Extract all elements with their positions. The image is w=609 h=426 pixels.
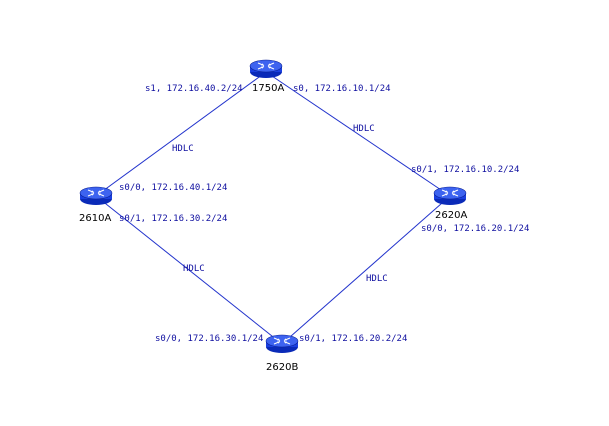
interface-label-2620b-s00: s0/0, 172.16.30.1/24	[155, 334, 263, 344]
router-2620b-name: 2620B	[266, 362, 298, 373]
router-2610a[interactable]: 2610A	[79, 186, 113, 224]
router-2620a[interactable]: 2620A	[433, 186, 467, 221]
router-icon	[79, 186, 113, 206]
link-1750a-2610a	[95, 71, 267, 197]
link-1750a-2620a	[265, 71, 451, 197]
link-protocol-label: HDLC	[366, 274, 388, 284]
router-icon	[265, 334, 299, 354]
router-icon	[249, 59, 283, 79]
interface-label-2610a-s01: s0/1, 172.16.30.2/24	[119, 214, 227, 224]
link-protocol-label: HDLC	[353, 124, 375, 134]
link-2620a-2620b	[281, 195, 451, 345]
interface-label-2620b-s01: s0/1, 172.16.20.2/24	[299, 334, 407, 344]
link-2610a-2620b	[95, 195, 283, 345]
interface-label-2620a-s00: s0/0, 172.16.20.1/24	[421, 224, 529, 234]
interface-label-2610a-s00: s0/0, 172.16.40.1/24	[119, 183, 227, 193]
router-icon	[433, 186, 467, 206]
router-2610a-name: 2610A	[79, 213, 111, 224]
router-1750a-name: 1750A	[252, 83, 284, 94]
router-2620b[interactable]: 2620B	[265, 334, 299, 373]
link-protocol-label: HDLC	[183, 264, 205, 274]
router-1750a[interactable]: 1750A	[249, 59, 284, 94]
router-2620a-name: 2620A	[435, 210, 467, 221]
interface-label-2620a-s01: s0/1, 172.16.10.2/24	[411, 165, 519, 175]
interface-label-1750a-s1: s1, 172.16.40.2/24	[145, 84, 243, 94]
link-protocol-label: HDLC	[172, 144, 194, 154]
interface-label-1750a-s0: s0, 172.16.10.1/24	[293, 84, 391, 94]
